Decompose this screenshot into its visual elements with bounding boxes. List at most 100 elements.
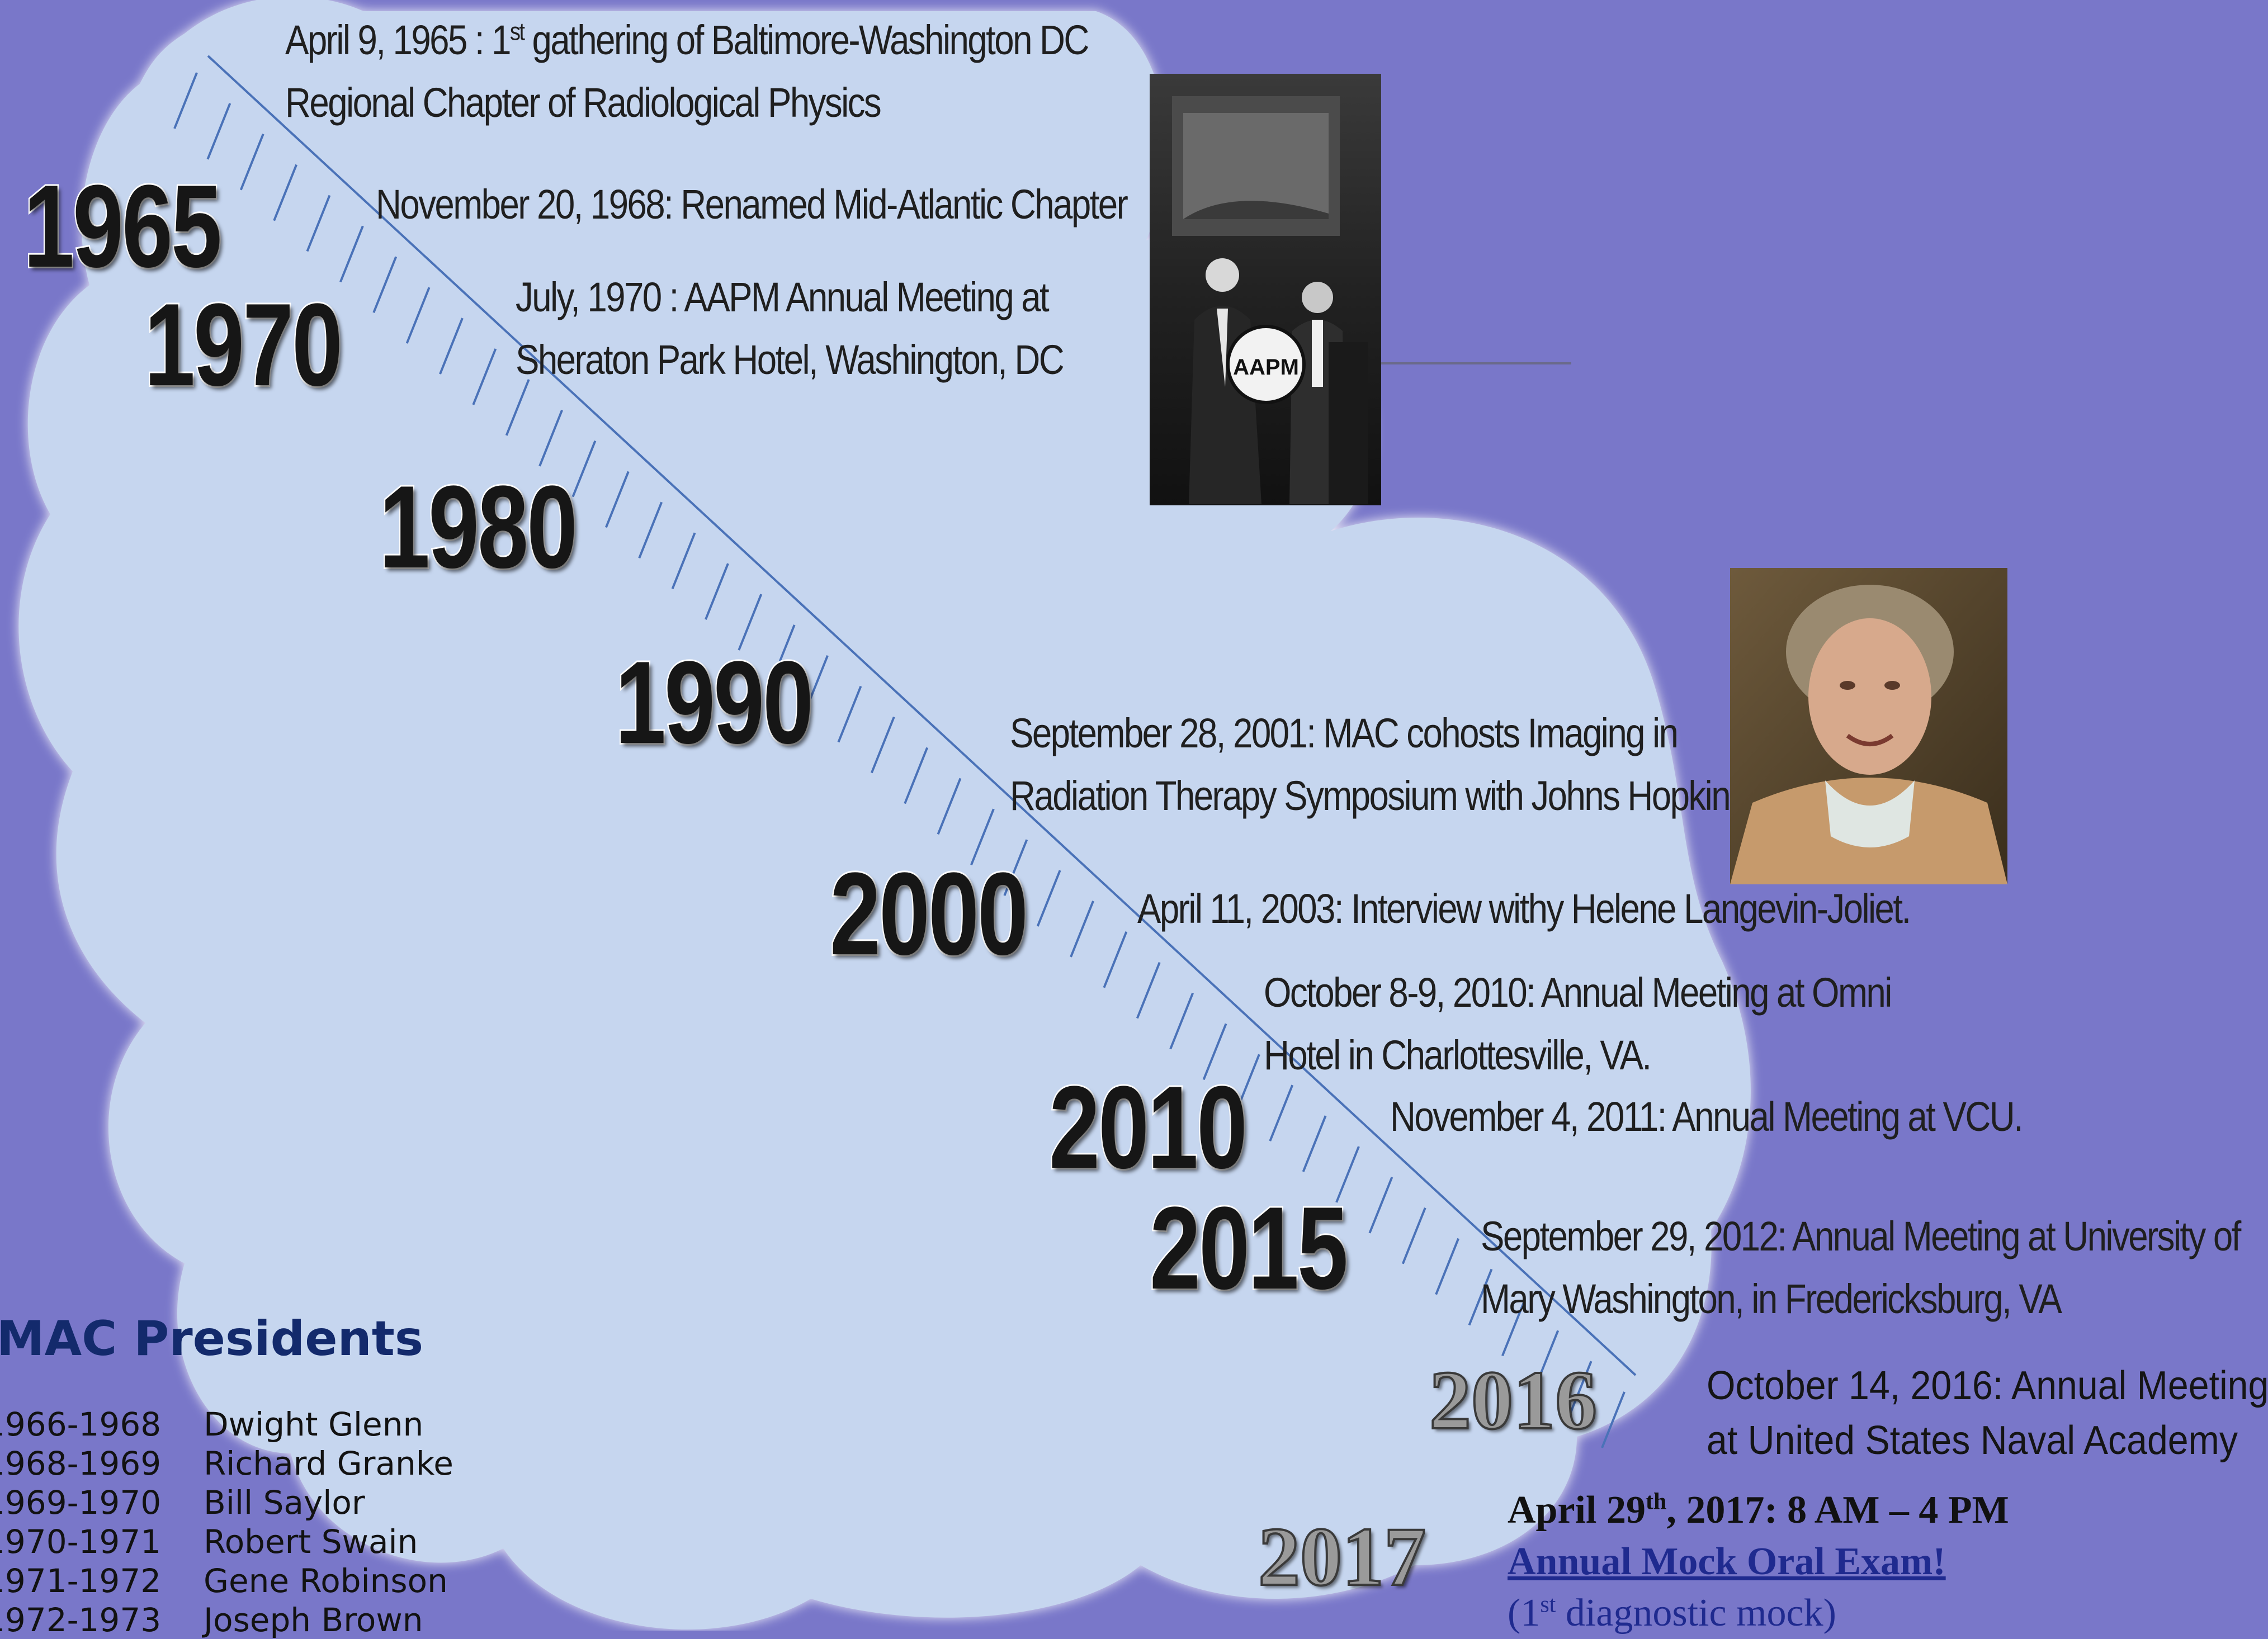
timeline-tick bbox=[439, 318, 464, 375]
timeline-tick bbox=[1534, 1330, 1560, 1387]
timeline-tick bbox=[1435, 1238, 1459, 1295]
event-1970-line2: Sheraton Park Hotel, Washington, DC bbox=[516, 337, 1065, 383]
timeline-tick bbox=[306, 195, 331, 252]
timeline-tick bbox=[937, 778, 962, 835]
president-years: 1972-1973 bbox=[0, 1601, 162, 1639]
timeline-tick bbox=[1136, 961, 1161, 1019]
upcoming-note-sup: st bbox=[1540, 1591, 1556, 1618]
event-1968: November 20, 1968: Renamed Mid-Atlantic … bbox=[376, 181, 1128, 228]
timeline-tick bbox=[1501, 1299, 1526, 1357]
event-2012: September 29, 2012: Annual Meeting at Un… bbox=[1481, 1205, 2241, 1330]
timeline-tick bbox=[1601, 1391, 1626, 1448]
upcoming-note-prefix: (1 bbox=[1508, 1591, 1541, 1635]
timeline-tick bbox=[1401, 1207, 1426, 1264]
timeline-tick bbox=[671, 532, 696, 589]
event-1965: April 9, 1965 : 1st gathering of Baltimo… bbox=[285, 9, 1090, 134]
event-2012-line1: September 29, 2012: Annual Meeting at Un… bbox=[1481, 1213, 2241, 1259]
timeline-tick bbox=[405, 287, 431, 344]
timeline-tick bbox=[638, 501, 663, 559]
event-2011: November 4, 2011: Annual Meeting at VCU. bbox=[1390, 1093, 2024, 1140]
timeline-ticks bbox=[173, 72, 1626, 1448]
timeline-tick bbox=[804, 655, 829, 712]
upcoming-date-sup: th bbox=[1645, 1489, 1667, 1515]
upcoming-note-suffix: diagnostic mock) bbox=[1556, 1591, 1836, 1635]
timeline-tick bbox=[1335, 1146, 1360, 1203]
year-1965: 1965 bbox=[22, 160, 224, 292]
upcoming-date: April 29th, 2017: 8 AM – 4 PM bbox=[1508, 1485, 2009, 1536]
timeline-tick bbox=[870, 716, 895, 774]
upcoming-note: (1st diagnostic mock) bbox=[1508, 1588, 2009, 1639]
president-name: Bill Saylor bbox=[204, 1484, 365, 1522]
president-row: 1968-1969 Richard Granke bbox=[0, 1444, 453, 1482]
timeline-tick bbox=[273, 164, 297, 221]
event-2016-line1: October 14, 2016: Annual Meeting bbox=[1707, 1363, 2268, 1408]
event-2012-line2: Mary Washington, in Fredericksburg, VA bbox=[1481, 1276, 2062, 1322]
timeline-tick bbox=[837, 685, 862, 743]
aapm-badge-text: AAPM bbox=[1233, 355, 1299, 380]
timeline-tick bbox=[538, 409, 563, 467]
president-name: Richard Granke bbox=[204, 1444, 453, 1482]
year-2015: 2015 bbox=[1149, 1182, 1350, 1314]
timeline-tick bbox=[1368, 1177, 1393, 1234]
president-name: Robert Swain bbox=[204, 1523, 418, 1561]
timeline-tick bbox=[1468, 1268, 1493, 1326]
president-years: 1968-1969 bbox=[0, 1444, 162, 1482]
year-2017: 2017 bbox=[1257, 1510, 1427, 1603]
timeline-tick bbox=[1169, 992, 1194, 1050]
timeline-tick bbox=[1567, 1361, 1593, 1418]
timeline-tick bbox=[1070, 901, 1094, 958]
timeline-tick bbox=[571, 440, 597, 498]
timeline-tick bbox=[970, 808, 995, 865]
president-years: 1966-1968 bbox=[0, 1405, 162, 1443]
year-1990: 1990 bbox=[614, 637, 815, 768]
event-2003: April 11, 2003: Interview withy Helene L… bbox=[1137, 885, 1911, 932]
event-2010-line2: Hotel in Charlottesville, VA. bbox=[1264, 1032, 1652, 1078]
timeline-tick bbox=[173, 72, 198, 129]
event-1970-line1: July, 1970 : AAPM Annual Meeting at bbox=[516, 274, 1050, 320]
event-1970: July, 1970 : AAPM Annual Meeting at Sher… bbox=[516, 266, 1065, 391]
year-2016: 2016 bbox=[1428, 1354, 1598, 1447]
timeline-tick bbox=[372, 256, 398, 314]
timeline-axis bbox=[207, 55, 1637, 1376]
year-2010: 2010 bbox=[1048, 1062, 1249, 1193]
president-years: 1971-1972 bbox=[0, 1562, 162, 1600]
president-years: 1969-1970 bbox=[0, 1484, 162, 1522]
timeline-tick bbox=[1003, 839, 1028, 896]
event-1965-rest: gathering of Baltimore-Washington DC bbox=[523, 17, 1090, 63]
timeline-tick bbox=[505, 379, 530, 436]
year-2000: 2000 bbox=[829, 848, 1030, 979]
event-2016: October 14, 2016: Annual Meeting at Unit… bbox=[1707, 1358, 2268, 1468]
timeline-tick bbox=[239, 134, 264, 191]
president-row: 1972-1973 Joseph Brown bbox=[0, 1601, 423, 1639]
year-1970: 1970 bbox=[143, 279, 344, 410]
event-2001-line1: September 28, 2001: MAC cohosts Imaging … bbox=[1010, 710, 1679, 756]
year-1980: 1980 bbox=[378, 461, 579, 593]
aapm-photo: AAPM bbox=[1150, 74, 1381, 505]
timeline-tick bbox=[1202, 1023, 1227, 1081]
timeline-tick bbox=[1103, 931, 1128, 988]
timeline-tick bbox=[771, 624, 796, 681]
event-1965-sup: st bbox=[509, 18, 525, 46]
upcoming-date-suffix: , 2017: 8 AM – 4 PM bbox=[1666, 1489, 2009, 1532]
timeline-tick bbox=[1236, 1054, 1260, 1111]
timeline-tick bbox=[1302, 1115, 1327, 1172]
event-2010: October 8-9, 2010: Annual Meeting at Omn… bbox=[1264, 961, 1892, 1087]
president-name: Joseph Brown bbox=[204, 1601, 423, 1639]
upcoming-event: April 29th, 2017: 8 AM – 4 PM Annual Moc… bbox=[1508, 1485, 2009, 1639]
timeline-tick bbox=[904, 747, 929, 804]
timeline-tick bbox=[339, 225, 364, 283]
event-2010-line1: October 8-9, 2010: Annual Meeting at Omn… bbox=[1264, 969, 1892, 1016]
event-2001: September 28, 2001: MAC cohosts Imaging … bbox=[1010, 702, 1747, 827]
timeline-tick bbox=[604, 471, 630, 528]
president-row: 1969-1970 Bill Saylor bbox=[0, 1484, 365, 1522]
portrait-photo bbox=[1730, 568, 2007, 884]
timeline-tick bbox=[1036, 870, 1061, 927]
president-years: 1970-1971 bbox=[0, 1523, 162, 1561]
timeline-tick bbox=[705, 563, 729, 620]
timeline-tick bbox=[472, 348, 497, 405]
timeline-tick bbox=[1269, 1084, 1294, 1141]
timeline-tick bbox=[738, 594, 763, 651]
mock-oral-exam-link[interactable]: Annual Mock Oral Exam! bbox=[1508, 1540, 1946, 1583]
